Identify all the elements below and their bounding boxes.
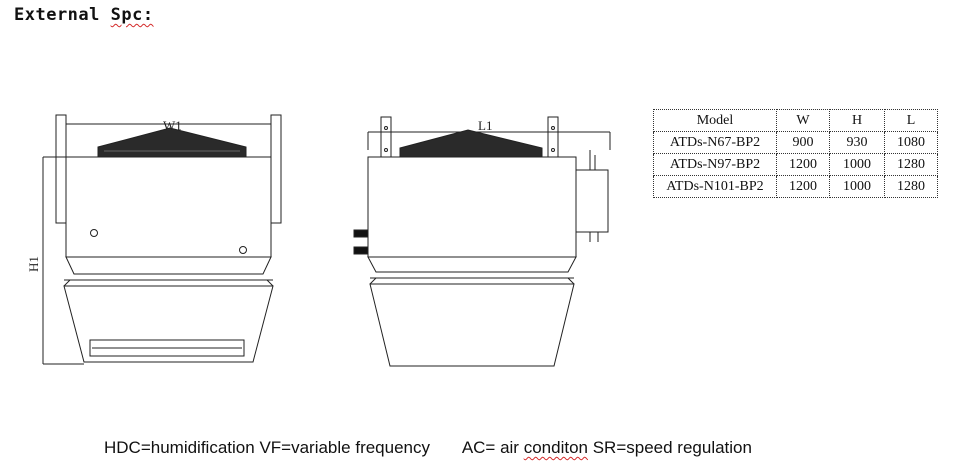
table-row: ATDs-N97-BP2 1200 1000 1280 [653,153,938,176]
header-model: Model [653,109,777,132]
header-h: H [829,109,885,132]
legend-sr: SR=speed regulation [592,438,752,457]
cell-l: 1280 [884,175,938,198]
front-left-bracket [55,114,67,224]
cell-model: ATDs-N101-BP2 [653,175,777,198]
control-box [575,169,609,233]
title-prefix: External [14,5,111,25]
page-title: External Spc: [14,5,154,25]
cell-h: 1000 [829,175,885,198]
side-hood [369,283,575,367]
front-view [42,114,282,365]
cell-w: 1200 [776,153,830,176]
front-main-body [65,156,272,258]
front-width-label: W1 [163,118,182,133]
cell-h: 1000 [829,153,885,176]
legend-ac-word: conditon [523,438,588,457]
side-transition [367,256,577,273]
spec-table: Model W H L ATDs-N67-BP2 900 930 1080 AT… [653,109,938,198]
side-main-body [367,156,577,258]
legend-footer: HDC=humidification VF=variable frequency… [104,438,752,458]
cell-h: 930 [829,131,885,154]
title-word: Spc: [110,5,154,25]
legend-ac: AC= air conditon [462,438,588,457]
cell-w: 1200 [776,175,830,198]
front-right-screw [239,246,247,254]
table-row: ATDs-N67-BP2 900 930 1080 [653,131,938,154]
side-length-label: L1 [478,118,492,133]
legend-ac-prefix: AC= air [461,438,524,457]
cell-model: ATDs-N67-BP2 [653,131,777,154]
side-view [353,116,611,367]
pipe-connector-top [353,229,369,238]
front-height-label: H1 [26,256,41,272]
cell-l: 1280 [884,153,938,176]
cell-model: ATDs-N97-BP2 [653,153,777,176]
header-w: W [776,109,830,132]
pipe-connector-bottom [353,246,369,255]
cell-l: 1080 [884,131,938,154]
cell-w: 900 [776,131,830,154]
header-l: L [884,109,938,132]
legend-vf: VF=variable frequency [259,438,431,457]
front-fan-cover [97,127,247,158]
front-left-screw [90,229,98,237]
table-header-row: Model W H L [653,109,938,132]
table-row: ATDs-N101-BP2 1200 1000 1280 [653,175,938,198]
side-fan-cover [399,129,543,158]
front-transition [65,256,272,275]
front-right-bracket [270,114,282,224]
legend-hdc: HDC=humidification [104,438,255,457]
